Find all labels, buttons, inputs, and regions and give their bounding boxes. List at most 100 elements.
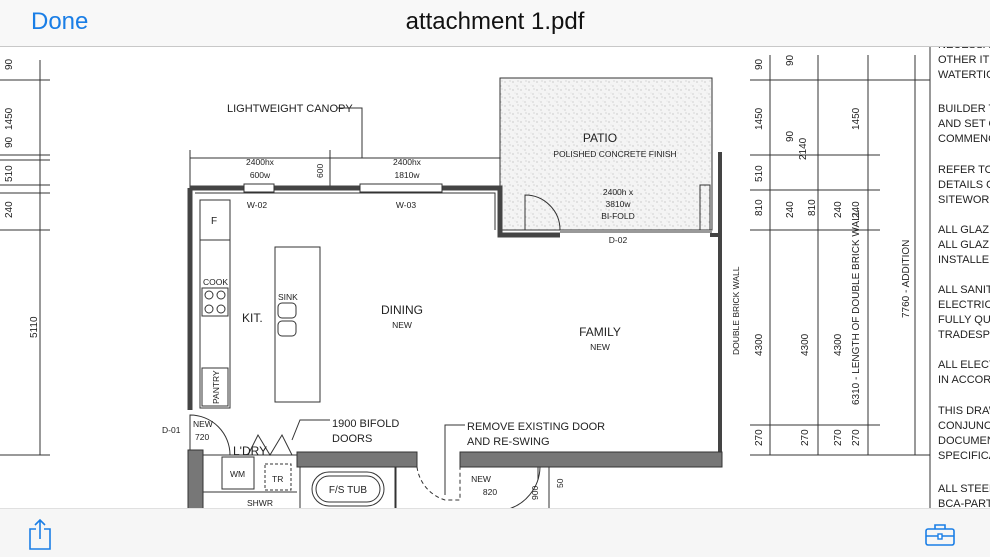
left-dimensions: 90 1450 90 510 240 5110 <box>4 58 40 338</box>
window-label: 2400hx <box>246 157 275 167</box>
fridge-label: F <box>211 216 217 227</box>
patio-finish-label: POLISHED CONCRETE FINISH <box>553 149 676 159</box>
note-line: NECESSAR <box>938 47 990 51</box>
note-line: BCA-PART <box>938 498 990 508</box>
note-line: CONJUNCT <box>938 420 990 432</box>
note-line: DETAILS ON <box>938 179 990 191</box>
dimension-label: 810 <box>754 199 765 216</box>
dimension-label: 510 <box>754 165 765 182</box>
window-label: 1810w <box>394 170 420 180</box>
done-button[interactable]: Done <box>31 8 89 35</box>
toolbox-icon <box>925 524 955 546</box>
dimension-label: 240 <box>851 201 862 218</box>
note-line: SITEWORKS <box>938 194 990 206</box>
document-title: attachment 1.pdf <box>405 8 585 35</box>
note-line: ALL ELECTI <box>938 359 990 371</box>
plan-labels: LIGHTWEIGHT CANOPY PATIO POLISHED CONCRE… <box>162 103 741 508</box>
window-label: 2400hx <box>393 157 422 167</box>
dimension-label: 600 <box>315 164 325 178</box>
sink-label: SINK <box>278 292 298 302</box>
note-line: THIS DRAW <box>938 405 990 417</box>
note-line: TRADESPE <box>938 329 990 341</box>
pdf-page-view[interactable]: LIGHTWEIGHT CANOPY PATIO POLISHED CONCRE… <box>0 47 990 508</box>
dimension-label: 90 <box>785 130 796 142</box>
door-label: NEW <box>471 474 491 484</box>
remove-door-note: AND RE-SWING <box>467 436 550 448</box>
dimension-label: 90 <box>4 136 15 148</box>
note-line: REFER TO E <box>938 164 990 176</box>
kitchen-label: KIT. <box>242 311 263 325</box>
share-button[interactable] <box>27 518 53 550</box>
dimension-label: 7760 - ADDITION <box>901 240 912 318</box>
laundry-label: L'DRY <box>233 444 267 458</box>
patio-label: PATIO <box>583 131 617 145</box>
bottom-toolbar <box>0 508 990 557</box>
dimension-label: 4300 <box>800 333 811 356</box>
right-dimensions: 90 1450 510 810 4300 270 90 90 2140 240 … <box>754 54 912 446</box>
dimension-label: 270 <box>851 429 862 446</box>
note-line: OTHER ITEM <box>938 54 990 66</box>
share-icon <box>29 518 51 550</box>
door-label: NEW <box>193 419 213 429</box>
note-line: DOCUMENT <box>938 435 990 447</box>
dimension-label: 1450 <box>851 107 862 130</box>
door-label: 820 <box>483 487 497 497</box>
navigation-bar: Done attachment 1.pdf <box>0 0 990 47</box>
bifold-note: 1900 BIFOLD <box>332 418 399 430</box>
dimension-label: 90 <box>785 54 796 66</box>
double-brick-label: DOUBLE BRICK WALL <box>731 266 741 355</box>
note-line: ALL STEEL <box>938 483 990 495</box>
door-label: 720 <box>195 432 209 442</box>
dimension-label: 240 <box>4 201 15 218</box>
dimension-label: 510 <box>4 165 15 182</box>
bifold-note: DOORS <box>332 433 372 445</box>
window-id: W-02 <box>247 200 267 210</box>
dimension-label: 90 <box>754 58 765 70</box>
dimension-label: 4300 <box>754 333 765 356</box>
dimension-label: 810 <box>807 199 818 216</box>
door-label: BI-FOLD <box>601 211 635 221</box>
dimension-label: 900 <box>530 486 540 500</box>
dimension-label: 50 <box>555 478 565 488</box>
dimension-label: 1450 <box>4 107 15 130</box>
note-line: WATERTIGH <box>938 69 990 81</box>
dimension-label: 4300 <box>833 333 844 356</box>
washing-machine-label: WM <box>230 469 245 479</box>
note-line: ALL SANITA <box>938 284 990 296</box>
floor-plan-drawing: LIGHTWEIGHT CANOPY PATIO POLISHED CONCRE… <box>0 47 990 508</box>
note-line: AND SET O <box>938 118 990 130</box>
dimension-label: 270 <box>754 429 765 446</box>
window-label: 600w <box>250 170 271 180</box>
dimension-label: 2140 <box>798 137 809 160</box>
general-notes: NECESSAR OTHER ITEM WATERTIGH BUILDER TO AND… <box>938 47 990 508</box>
note-line: BUILDER TO <box>938 103 990 115</box>
dimension-label: 1450 <box>754 107 765 130</box>
dimension-label: 270 <box>833 429 844 446</box>
door-label: 3810w <box>605 199 631 209</box>
shower-label: SHWR <box>247 498 273 508</box>
note-line: IN ACCORD <box>938 374 990 386</box>
remove-door-note: REMOVE EXISTING DOOR <box>467 421 605 433</box>
dimension-label: 240 <box>785 201 796 218</box>
canopy-label: LIGHTWEIGHT CANOPY <box>227 103 353 115</box>
dining-new-label: NEW <box>392 320 412 330</box>
window-id: W-03 <box>396 200 416 210</box>
family-new-label: NEW <box>590 342 610 352</box>
note-line: FULLY QUA <box>938 314 990 326</box>
tools-button[interactable] <box>924 523 956 547</box>
note-line: COMMENCE <box>938 133 990 145</box>
dimension-label: 270 <box>800 429 811 446</box>
door-label: 2400h x <box>603 187 634 197</box>
tub-label: F/S TUB <box>329 485 367 496</box>
family-label: FAMILY <box>579 325 621 339</box>
note-line: ELECTRICA <box>938 299 990 311</box>
dimension-label: 5110 <box>29 316 40 338</box>
dimension-label: 240 <box>833 201 844 218</box>
door-id: D-02 <box>609 235 628 245</box>
trough-label: TR <box>272 474 283 484</box>
note-line: SPECIFICAT <box>938 450 990 462</box>
cooktop-label: COOK <box>203 277 228 287</box>
door-id: D-01 <box>162 425 181 435</box>
